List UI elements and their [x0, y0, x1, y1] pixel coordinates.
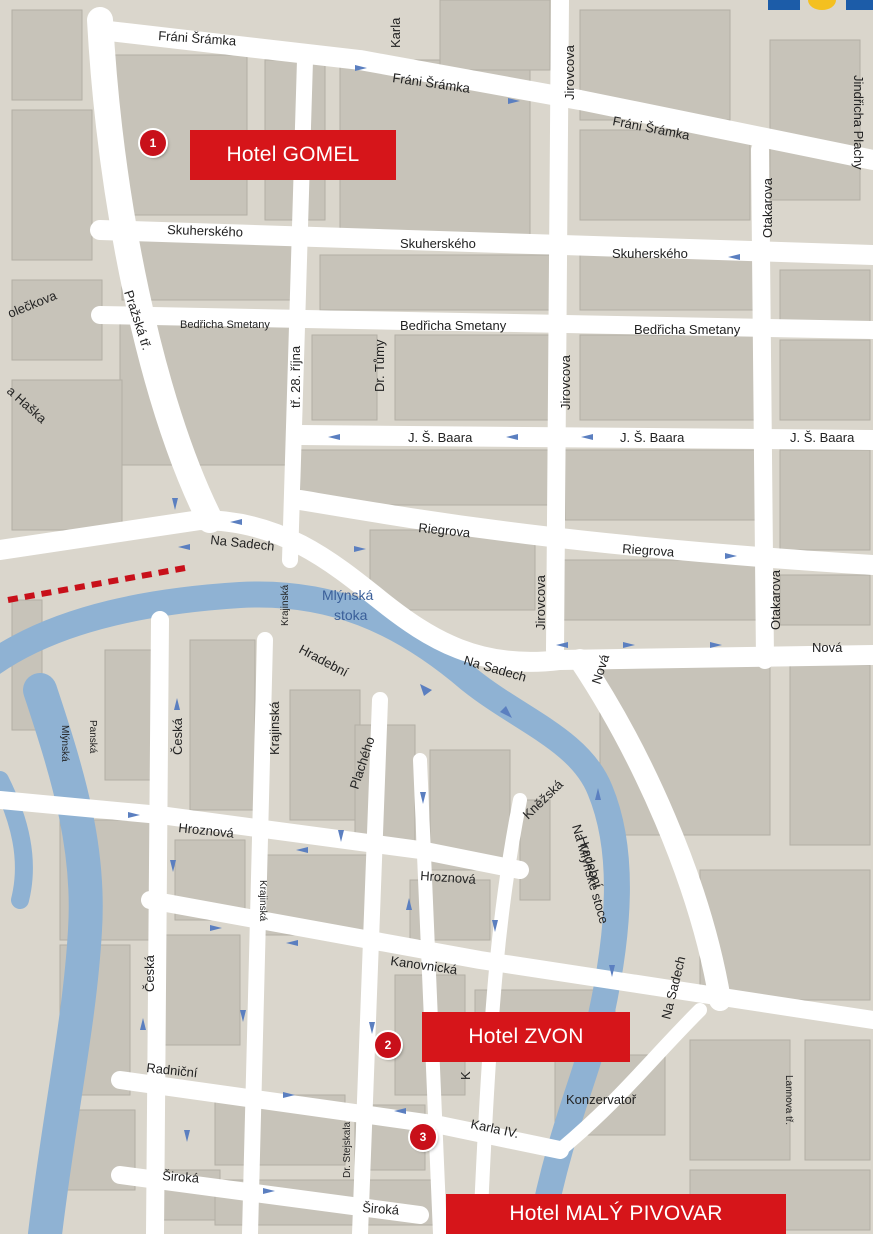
street-label: Mlýnská	[59, 725, 70, 762]
street-label: Česká	[142, 954, 157, 992]
street-label: Jirovcova	[533, 574, 548, 630]
street-label: Riegrova	[418, 520, 472, 540]
street-label: Panská	[87, 720, 98, 754]
hotel-marker-3[interactable]: 3	[410, 1124, 436, 1150]
street-label: Bedřicha Smetany	[400, 318, 507, 333]
street-label: Karla	[388, 17, 403, 48]
hotel-marker-1[interactable]: 1	[140, 130, 166, 156]
street-label: Skuherského	[400, 236, 476, 251]
street-label: Hroznová	[178, 820, 236, 841]
route-dashed-line	[7, 565, 186, 603]
street-label: Krajinská	[257, 880, 268, 922]
street-label: Krajinská	[280, 584, 291, 626]
street-label: J. Š. Baara	[408, 430, 473, 445]
logo-blue-right	[846, 0, 873, 10]
street-label: Otakarova	[768, 569, 783, 630]
street-label: Skuherského	[612, 246, 688, 261]
street-label: Dr. Stejskala	[342, 1121, 353, 1178]
street-label: J. Š. Baara	[620, 430, 685, 445]
street-label: Široká	[362, 1200, 401, 1218]
street-label: J. Š. Baara	[790, 430, 855, 445]
street-label: Na Sadech	[210, 532, 276, 554]
street-label: Dr. Tůmy	[372, 339, 387, 392]
street-label: Otakarova	[760, 177, 775, 238]
street-label: K	[458, 1071, 473, 1080]
logo-blue-left	[768, 0, 800, 10]
street-label: Široká	[162, 1168, 201, 1186]
street-label: Bedřicha Smetany	[180, 319, 270, 331]
street-label: Riegrova	[622, 541, 676, 560]
street-label: Hroznová	[420, 868, 477, 887]
street-label: Lannova tř.	[783, 1075, 794, 1125]
street-label: stoka	[334, 607, 368, 623]
hotel-marker-2[interactable]: 2	[375, 1032, 401, 1058]
street-label: Česká	[170, 717, 185, 755]
street-label: Nová	[812, 640, 843, 655]
street-label: Skuherského	[167, 222, 243, 240]
hotel-label-gomel[interactable]: Hotel GOMEL	[190, 130, 396, 180]
street-label: Jindřicha Plachy	[851, 75, 866, 170]
hotel-label-maly-pivovar[interactable]: Hotel MALÝ PIVOVAR	[446, 1194, 786, 1234]
street-label: Radniční	[146, 1060, 199, 1080]
street-label: Fráni Šrámka	[158, 28, 238, 48]
street-label: Jirovcova	[562, 44, 577, 100]
hotel-label-zvon[interactable]: Hotel ZVON	[422, 1012, 630, 1062]
street-label: tř. 28. října	[288, 345, 303, 408]
street-label: Krajinská	[267, 701, 282, 755]
street-label: Konzervatoř	[566, 1092, 637, 1107]
logo-yellow	[808, 0, 836, 10]
street-label: Bedřicha Smetany	[634, 322, 741, 337]
street-label: Jirovcova	[558, 354, 573, 410]
street-label: Mlýnská	[322, 587, 374, 603]
